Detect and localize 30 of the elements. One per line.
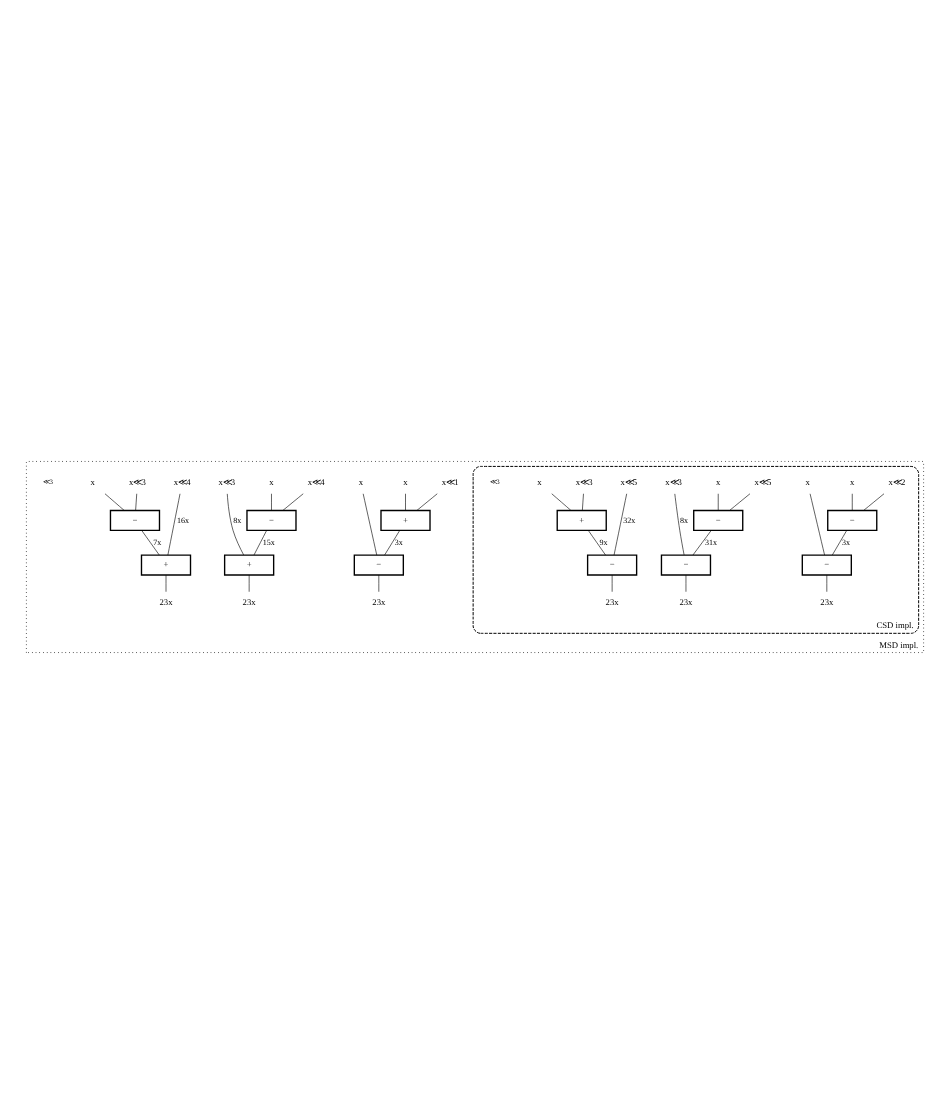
connector bbox=[103, 492, 124, 510]
connector bbox=[225, 492, 243, 555]
connector bbox=[716, 492, 718, 510]
connector bbox=[831, 529, 847, 555]
connector bbox=[684, 573, 686, 592]
connector bbox=[247, 573, 249, 592]
connector bbox=[612, 492, 626, 555]
connector bbox=[281, 492, 303, 510]
connector bbox=[361, 492, 377, 555]
connector bbox=[415, 492, 437, 510]
connector bbox=[691, 529, 711, 555]
connector bbox=[550, 492, 571, 510]
connector bbox=[850, 492, 852, 510]
connector bbox=[164, 573, 166, 592]
connector bbox=[166, 492, 180, 555]
connector bbox=[728, 492, 750, 510]
connector bbox=[808, 492, 824, 555]
connector bbox=[673, 492, 684, 555]
connector bbox=[581, 492, 583, 510]
connector bbox=[862, 492, 884, 510]
connector bbox=[383, 529, 400, 555]
connector bbox=[404, 492, 405, 510]
connector bbox=[270, 492, 271, 510]
connector bbox=[610, 573, 612, 592]
connector bbox=[377, 573, 379, 592]
connector bbox=[134, 492, 137, 510]
connector bbox=[587, 529, 605, 555]
connector bbox=[825, 573, 827, 592]
connector bbox=[140, 529, 159, 555]
connector bbox=[252, 529, 266, 555]
